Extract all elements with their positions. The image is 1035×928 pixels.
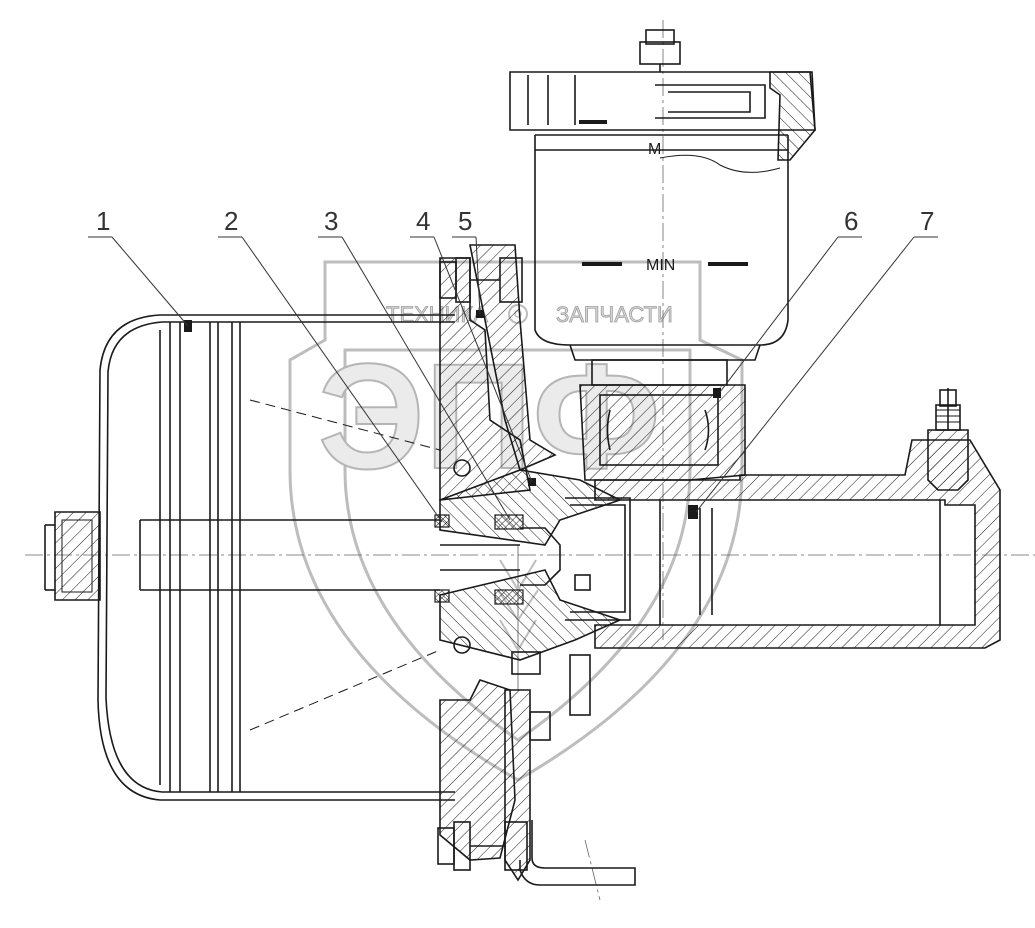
callout-3: 3 <box>318 206 511 521</box>
callout-label: 5 <box>458 206 472 236</box>
level-mark-min: MIN <box>646 257 675 274</box>
callout-label: 3 <box>324 206 338 236</box>
center-lines <box>25 20 1035 901</box>
callout-label: 7 <box>920 206 934 236</box>
callout-label: 4 <box>416 206 430 236</box>
bolt-top <box>439 257 523 303</box>
fluid-reservoir: MIN M <box>509 29 816 361</box>
callout-label: 2 <box>224 206 238 236</box>
callout-label: 6 <box>844 206 858 236</box>
callout-6: 6 <box>719 206 862 393</box>
callout-label: 1 <box>96 206 110 236</box>
watermark-text-right: ЗАПЧАСТИ <box>556 302 673 327</box>
callout-4: 4 <box>410 206 533 483</box>
callout-1: 1 <box>88 206 189 327</box>
bleeder-valve <box>927 388 969 491</box>
master-cylinder-body <box>594 388 1001 649</box>
callout-5: 5 <box>452 206 481 315</box>
cylinder-housing <box>44 314 455 801</box>
level-mark-max: M <box>648 141 661 158</box>
valve-mechanism <box>434 459 631 675</box>
callouts: 1 2 3 4 5 6 7 <box>88 206 938 523</box>
callout-7: 7 <box>695 206 938 513</box>
callout-2: 2 <box>218 206 443 523</box>
bolt-bottom <box>437 821 528 871</box>
cap-vent-knob <box>639 29 681 72</box>
